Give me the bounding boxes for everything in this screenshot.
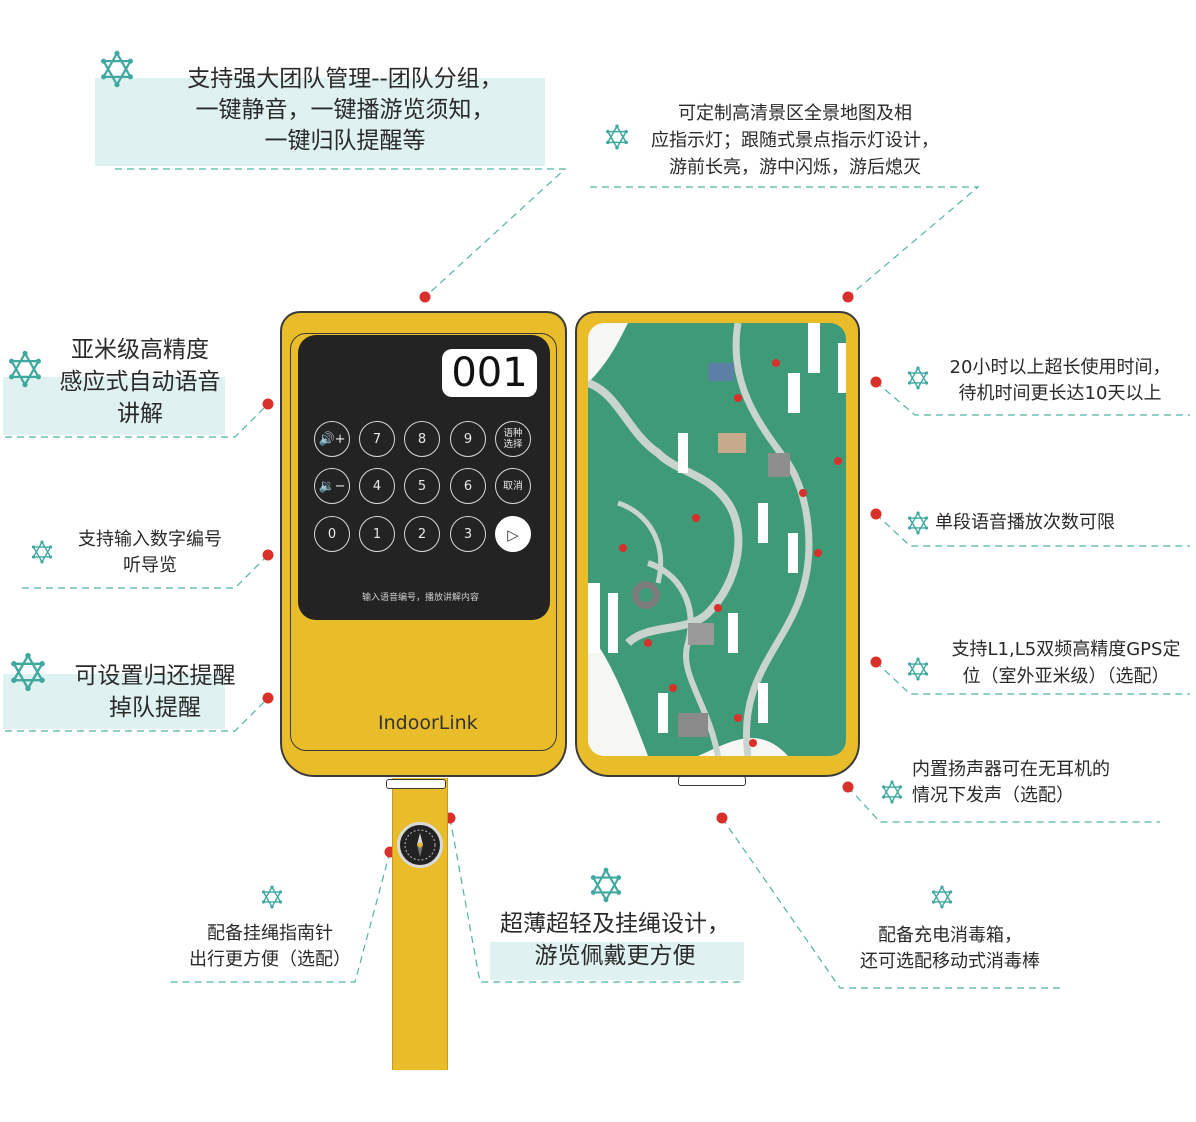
- hexagram-icon: [261, 885, 283, 909]
- hexagram-icon: [907, 657, 929, 681]
- feature-line: 讲解: [117, 401, 163, 427]
- feature-line: 一键归队提醒等: [264, 128, 426, 154]
- feature-line: 可定制高清景区全景地图及相: [678, 103, 912, 124]
- input-hint: 输入语音编号，播放讲解内容: [362, 593, 480, 603]
- compass-icon: [397, 822, 443, 868]
- language-select-button[interactable]: 语种 选择: [495, 421, 531, 457]
- feature-return-text: 可设置归还提醒 掉队提醒: [55, 660, 255, 724]
- play-button[interactable]: ▷: [495, 516, 531, 552]
- feature-line: 配备挂绳指南针: [207, 923, 333, 944]
- key-0[interactable]: 0: [314, 516, 350, 552]
- feature-speaker-text: 内置扬声器可在无耳机的 情况下发声（选配）: [912, 757, 1152, 809]
- feature-disinfect-text: 配备充电消毒箱， 还可选配移动式消毒棒: [842, 923, 1058, 975]
- hexagram-icon: [10, 652, 47, 692]
- feature-line: 出行更方便（选配）: [189, 949, 351, 970]
- play-icon: ▷: [507, 526, 519, 544]
- feature-team-text: 支持强大团队管理--团队分组， 一键静音，一键播游览须知， 一键归队提醒等: [140, 64, 550, 157]
- hexagram-icon: [907, 366, 929, 390]
- hexagram-icon: [589, 867, 623, 903]
- device-inner-frame: [290, 333, 557, 751]
- feature-line: 应指示灯；跟随式景点指示灯设计，: [651, 130, 939, 151]
- feature-line: 掉队提醒: [109, 695, 201, 721]
- key-8[interactable]: 8: [404, 421, 440, 457]
- feature-line: 配备充电消毒箱，: [878, 925, 1022, 946]
- feature-lanyard-text: 超薄超轻及挂绳设计， 游览佩戴更方便: [480, 908, 750, 972]
- feature-line: 支持L1,L5双频高精度GPS定: [951, 639, 1181, 660]
- key-6[interactable]: 6: [450, 468, 486, 504]
- feature-line: 感应式自动语音: [59, 369, 221, 395]
- key-5[interactable]: 5: [404, 468, 440, 504]
- key-3[interactable]: 3: [450, 516, 486, 552]
- hexagram-icon: [907, 511, 929, 535]
- volume-up-icon: 🔊+: [318, 432, 346, 447]
- feature-line: 一键静音，一键播游览须知，: [195, 97, 495, 123]
- feature-line: 还可选配移动式消毒棒: [860, 951, 1040, 972]
- lanyard-slot-right: [678, 776, 746, 786]
- feature-line: 听导览: [123, 555, 177, 576]
- brand-logo: IndoorLink: [378, 712, 478, 734]
- feature-line: 待机时间更长达10天以上: [958, 383, 1162, 404]
- scenic-map[interactable]: [588, 323, 846, 756]
- feature-submeter-text: 亚米级高精度 感应式自动语音 讲解: [35, 334, 245, 430]
- key-1[interactable]: 1: [359, 516, 395, 552]
- feature-line: 游前长亮，游中闪烁，游后熄灭: [669, 157, 921, 178]
- lanyard-slot-left: [386, 779, 446, 789]
- team-highlight: [95, 78, 545, 166]
- hexagram-icon: [881, 780, 903, 804]
- feature-number-text: 支持输入数字编号 听导览: [55, 527, 245, 579]
- hexagram-icon: [31, 540, 53, 564]
- feature-line: 亚米级高精度: [71, 337, 209, 363]
- feature-battery-text: 20小时以上超长使用时间， 待机时间更长达10天以上: [930, 355, 1190, 407]
- feature-line: 支持输入数字编号: [78, 529, 222, 550]
- feature-gps-text: 支持L1,L5双频高精度GPS定 位（室外亚米级）（选配）: [938, 636, 1194, 690]
- hexagram-icon: [99, 50, 135, 88]
- key-2[interactable]: 2: [404, 516, 440, 552]
- feature-playcount-text: 单段语音播放次数可限: [935, 510, 1165, 536]
- key-7[interactable]: 7: [359, 421, 395, 457]
- feature-line: 超薄超轻及挂绳设计，: [500, 911, 730, 937]
- feature-line: 位（室外亚米级）（选配）: [962, 666, 1170, 687]
- feature-line: 单段语音播放次数可限: [935, 512, 1115, 533]
- feature-line: 游览佩戴更方便: [534, 943, 696, 969]
- volume-up-button[interactable]: 🔊+: [314, 421, 350, 457]
- feature-compass-text: 配备挂绳指南针 出行更方便（选配）: [170, 921, 370, 973]
- lanyard-highlight: [490, 942, 744, 980]
- key-4[interactable]: 4: [359, 468, 395, 504]
- volume-down-button[interactable]: 🔉−: [314, 468, 350, 504]
- feature-line: 20小时以上超长使用时间，: [949, 357, 1171, 378]
- feature-line: 情况下发声（选配）: [912, 785, 1074, 806]
- submeter-highlight: [3, 377, 225, 435]
- cancel-button[interactable]: 取消: [495, 468, 531, 504]
- number-display: 001: [442, 349, 537, 397]
- feature-line: 支持强大团队管理--团队分组，: [187, 66, 503, 92]
- map-illustration: [588, 323, 846, 756]
- return-highlight: [3, 674, 225, 729]
- key-9[interactable]: 9: [450, 421, 486, 457]
- feature-map-text: 可定制高清景区全景地图及相 应指示灯；跟随式景点指示灯设计， 游前长亮，游中闪烁…: [615, 100, 975, 181]
- volume-down-icon: 🔉−: [318, 479, 346, 494]
- hexagram-icon: [931, 885, 953, 909]
- feature-line: 可设置归还提醒: [74, 663, 236, 689]
- feature-line: 内置扬声器可在无耳机的: [912, 759, 1110, 780]
